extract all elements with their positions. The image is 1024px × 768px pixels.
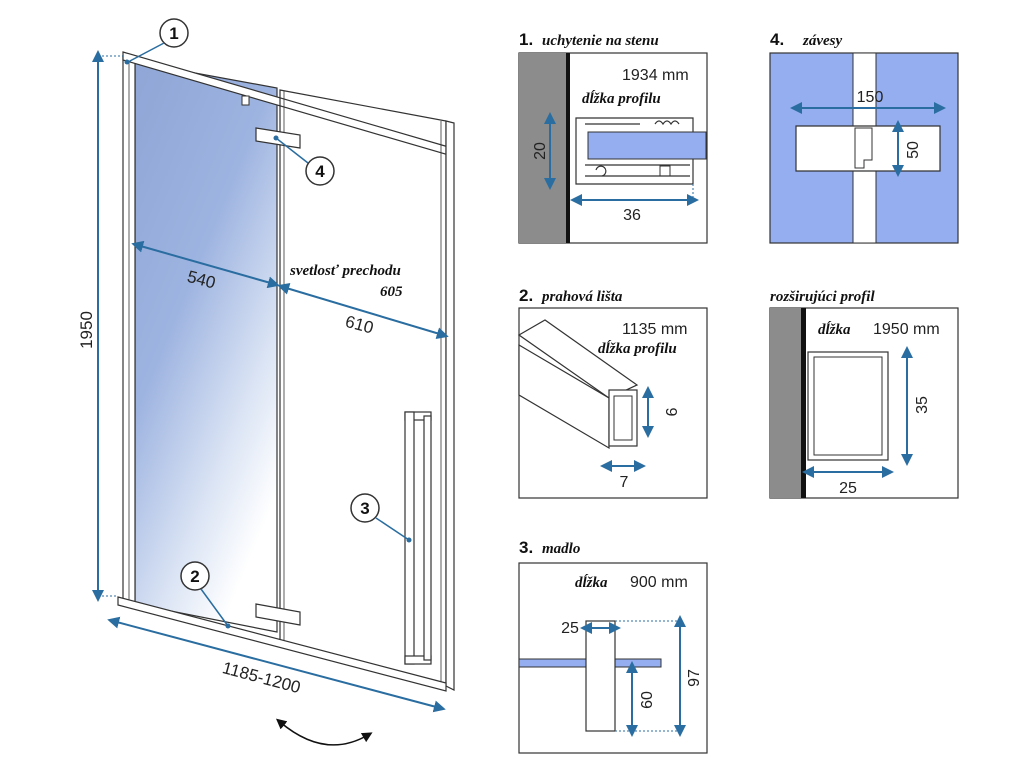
detail-handle: 3. madlo dĺžka 900 mm 25 60 97 <box>518 538 708 754</box>
callout-3: 3 <box>350 493 412 543</box>
detail-threshold: 2. prahová lišta 1135 mm dĺžka profilu 9… <box>517 286 708 499</box>
detail-3-dim-a: 25 <box>561 620 579 637</box>
detail-4-number: 4. <box>770 30 784 49</box>
detail-3-dim-b: 60 <box>639 691 656 709</box>
main-door-view: 1950 1185-1200 540 610 svetlosť prechodu… <box>77 18 455 746</box>
detail-5-dim-a: 35 <box>914 396 931 414</box>
detail-1-title: uchytenie na stenu <box>542 33 659 49</box>
detail-3-title: madlo <box>542 541 580 557</box>
fixed-glass-panel <box>134 61 278 633</box>
detail-1-number: 1. <box>519 30 533 49</box>
detail-4-dim-a: 150 <box>857 89 884 106</box>
callout-4: 4 <box>273 135 335 186</box>
swing-door <box>279 89 447 687</box>
detail-5-length: 1950 mm <box>873 321 940 338</box>
height-dim-label: 1950 <box>77 311 96 349</box>
detail-2-length-label: dĺžka profilu <box>598 340 677 357</box>
detail-5-length-label: dĺžka <box>818 321 851 338</box>
detail-1-length-label: dĺžka profilu <box>582 90 661 107</box>
detail-1-dim-a: 20 <box>532 142 549 160</box>
svg-text:2: 2 <box>190 567 199 586</box>
detail-4-title: závesy <box>802 33 842 49</box>
clear-passage-label: svetlosť prechodu <box>289 263 401 279</box>
detail-1-length: 1934 mm <box>622 67 689 84</box>
svg-text:1: 1 <box>169 24 178 43</box>
detail-5-title: rozširujúci profil <box>770 289 875 305</box>
clear-passage-value: 605 <box>380 284 403 300</box>
callout-2: 2 <box>180 561 231 629</box>
callout-1: 1 <box>124 18 189 65</box>
detail-2-dim-b: 7 <box>620 474 629 491</box>
svg-text:4: 4 <box>315 162 325 181</box>
detail-3-number: 3. <box>519 538 533 557</box>
width-dim-label: 1185-1200 <box>220 658 302 697</box>
detail-2-length: 1135 mm <box>622 321 688 338</box>
swing-direction-arrow <box>275 718 373 746</box>
detail-1-dim-b: 36 <box>623 207 641 224</box>
right-opening-dim: 610 <box>343 312 375 338</box>
detail-2-dim-a: 9 <box>662 408 679 417</box>
detail-extension-profile: rozširujúci profil dĺžka 1950 mm 35 25 <box>769 289 959 499</box>
detail-wall-mount: 1. uchytenie na stenu 1934 mm dĺžka prof… <box>518 30 708 244</box>
detail-3-dim-c: 97 <box>686 669 703 687</box>
svg-text:3: 3 <box>360 499 369 518</box>
detail-2-number: 2. <box>519 286 533 305</box>
detail-2-title: prahová lišta <box>540 289 623 305</box>
detail-hinges: 4. závesy 150 50 <box>769 30 959 244</box>
detail-5-dim-b: 25 <box>839 480 857 497</box>
detail-3-length-label: dĺžka <box>575 574 608 591</box>
detail-4-dim-b: 50 <box>905 141 922 159</box>
detail-3-length: 900 mm <box>630 574 688 591</box>
